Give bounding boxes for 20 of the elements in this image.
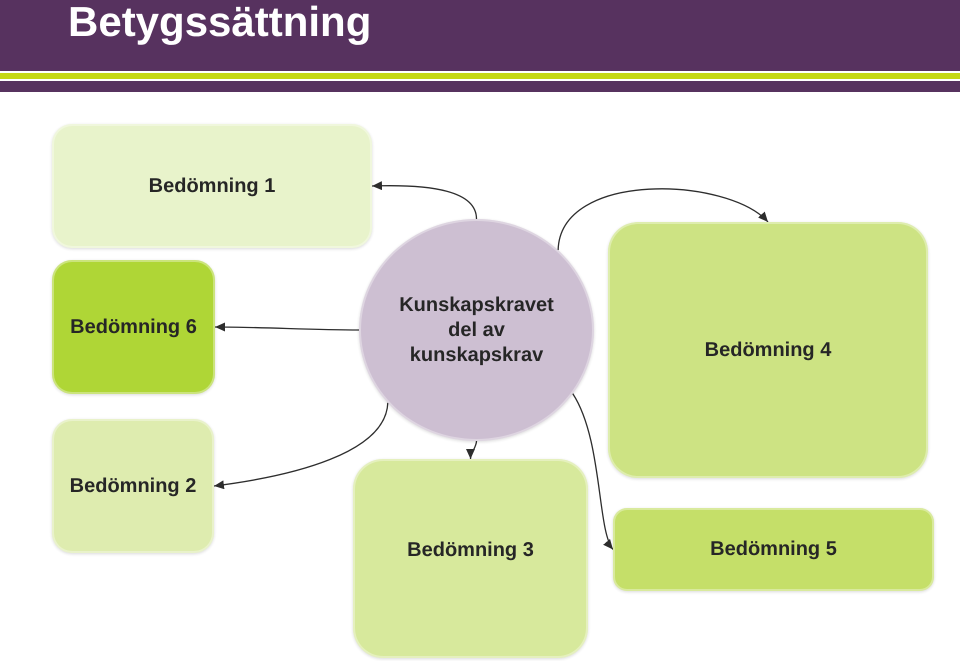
rounded-box — [608, 222, 928, 478]
rounded-box — [52, 419, 214, 553]
arrow — [557, 188, 768, 250]
node-label: Bedömning 4 — [704, 338, 832, 362]
node-label: Bedömning 1 — [148, 174, 276, 198]
rounded-box — [613, 508, 934, 591]
arrow — [372, 181, 478, 220]
rounded-box — [52, 260, 215, 394]
node-label: Bedömning 6 — [70, 314, 197, 340]
node-label: Bedömning 3 — [407, 538, 534, 563]
arrow — [466, 440, 478, 460]
arrow — [214, 402, 388, 490]
node-label: Kunskapskravet del av kunskapskrav — [398, 292, 555, 368]
rounded-box — [353, 459, 588, 658]
arrow — [215, 322, 359, 332]
node-label: Bedömning 5 — [710, 537, 837, 562]
slide-title: Betygssättning — [68, 1, 372, 43]
arrow — [572, 393, 614, 550]
rounded-box — [52, 124, 372, 248]
node-label: Bedömning 2 — [70, 474, 196, 498]
